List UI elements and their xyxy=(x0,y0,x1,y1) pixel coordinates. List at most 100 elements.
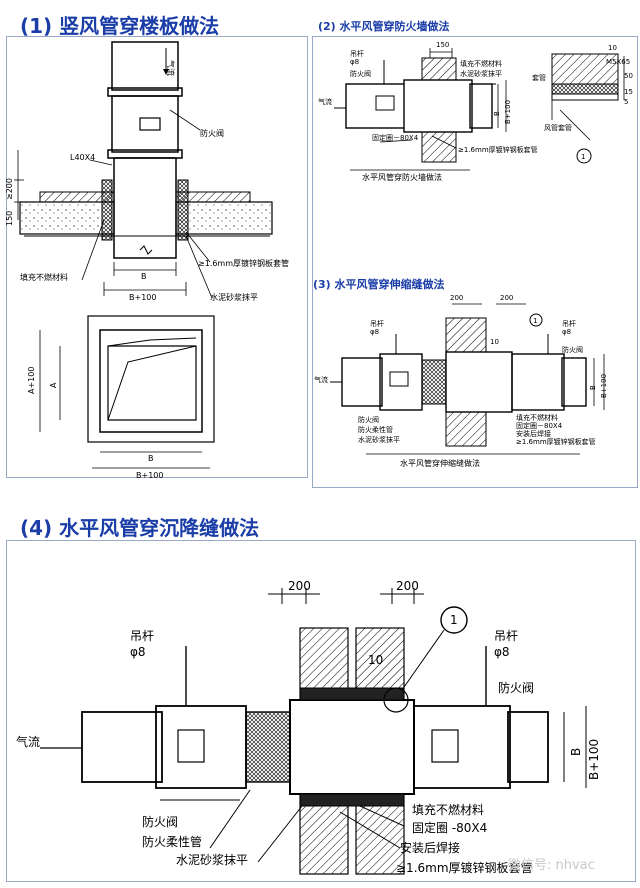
fig3-b100: B+100 xyxy=(600,374,608,398)
fig3-hanger-r: 吊杆 xyxy=(562,319,576,328)
fig2-flex-pipe: 风管套管 xyxy=(544,123,572,132)
flex-pipe xyxy=(245,711,291,783)
fig1-plan-b100: B+100 xyxy=(136,471,163,480)
fig3-d10: 10 xyxy=(490,338,499,346)
damper-right xyxy=(413,705,511,789)
fig4-weld: 安装后焊接 xyxy=(400,840,460,855)
title-vertical-duct-floor: (1) 竖风管穿楼板做法 xyxy=(20,14,220,38)
title-duct-settlement-joint: (4) 水平风管穿沉降缝做法 xyxy=(20,516,260,540)
fig1-mortar: 水泥砂浆抹平 xyxy=(210,292,258,302)
figure-2-3-frame xyxy=(312,36,638,488)
plan-inner xyxy=(99,329,203,433)
fig2-ring: 固定圈－80X4 xyxy=(372,133,419,142)
detail-wall xyxy=(551,53,619,85)
fig2-airflow: 气流 xyxy=(318,97,332,106)
duct-lower xyxy=(113,157,177,259)
figure-1-vertical-duct xyxy=(14,41,273,469)
fig4-b: B xyxy=(569,748,583,756)
duct-flange xyxy=(107,87,183,97)
duct-flange-lower xyxy=(107,149,183,159)
floor-slab-right xyxy=(175,201,273,235)
fig4-mortar: 水泥砂浆抹平 xyxy=(176,852,248,867)
fig4-phi8-left: φ8 xyxy=(130,645,146,659)
fig1-sleeve: ≥1.6mm厚镀锌钢板套管 xyxy=(198,258,289,268)
fig2-d10: 10 xyxy=(608,44,617,52)
fig4-hanger-right: 吊杆 xyxy=(494,629,518,643)
figure-1-labels: 气流 防火阀 L40X4 ≥200 150 ≥1.6mm厚镀锌钢板套管 填充不燃… xyxy=(5,60,289,480)
duct-left xyxy=(81,711,163,783)
fig3-ring: 固定圈－80X4 xyxy=(516,421,563,430)
fig4-flex: 防火柔性管 xyxy=(142,834,202,849)
sleeve-through xyxy=(289,699,415,795)
fig2-dim-150: 150 xyxy=(436,41,449,49)
fig1-a100: A+100 xyxy=(27,367,36,394)
fig3-fill: 填充不燃材料 xyxy=(516,413,558,422)
fig3-flex: 防火柔性管 xyxy=(358,425,393,434)
fig2-d15: 15 xyxy=(624,88,633,96)
fig1-fill: 填充不燃材料 xyxy=(20,272,68,282)
fig2-circle: 1 xyxy=(581,153,585,161)
fig3-damper2: 防火阀 xyxy=(358,415,379,424)
fig4-sleeve: ≥1.6mm厚镀锌钢板套管 xyxy=(396,860,533,875)
duct-right xyxy=(469,83,493,129)
fig1-plan-b: B xyxy=(148,454,154,463)
fig1-airflow: 气流 xyxy=(166,60,176,76)
figure-3-labels: 200 200 1 吊杆 φ8 吊杆 φ8 10 防火阀 气流 B B+100 … xyxy=(314,294,608,468)
fig4-circle: 1 xyxy=(450,613,458,627)
fig4-d200b: 200 xyxy=(396,579,419,593)
fig1-a: A xyxy=(49,382,58,388)
fig1-b100: B+100 xyxy=(129,293,156,302)
mortar-left xyxy=(39,191,115,203)
damper-window xyxy=(139,117,161,131)
fig3-damper: 防火阀 xyxy=(562,345,583,354)
fig1-angle: L40X4 xyxy=(70,153,95,162)
fig1-dim-200: ≥200 xyxy=(5,178,14,200)
damper-left xyxy=(155,705,247,789)
figure-4-settlement-joint xyxy=(40,588,587,875)
fig4-phi8-right: φ8 xyxy=(494,645,510,659)
fig3-hanger: 吊杆 xyxy=(370,319,384,328)
fig2-damper: 防火阀 xyxy=(350,69,371,78)
title-duct-expansion-joint: (3) 水平风管穿伸缩缝做法 xyxy=(313,278,445,291)
fig3-phi8: φ8 xyxy=(370,328,379,336)
figure-2-labels: 150 吊杆 φ8 防火阀 气流 填充不燃材料 水泥砂浆抹平 B B+100 固… xyxy=(318,41,633,182)
fig2-fill: 填充不燃材料 xyxy=(460,59,502,68)
fig3-airflow: 气流 xyxy=(314,375,328,384)
fig3-d200a: 200 xyxy=(450,294,463,302)
fig3-phi8-r: φ8 xyxy=(562,328,571,336)
fig3-d200b: 200 xyxy=(500,294,513,302)
fig3-b: B xyxy=(589,385,597,390)
fig3-caption: 水平风管穿伸缩缝做法 xyxy=(400,458,480,468)
figure-1-frame xyxy=(6,36,308,478)
figure-4-labels: 200 200 1 吊杆 φ8 吊杆 φ8 10 防火阀 气流 B B+100 … xyxy=(16,579,601,875)
fig2-d5: 5 xyxy=(624,98,628,106)
fig3-sleeve: ≥1.6mm厚镀锌钢板套管 xyxy=(516,437,596,446)
duct-upper xyxy=(111,41,179,91)
figure-4-frame xyxy=(6,540,636,882)
fig2-d50: 50 xyxy=(624,72,633,80)
fig4-d10: 10 xyxy=(368,653,383,667)
fig4-damper-left: 防火阀 xyxy=(142,814,178,829)
fig1-damper: 防火阀 xyxy=(200,128,224,138)
watermark: 微信号: nhvac xyxy=(508,858,595,873)
fig4-hanger-left: 吊杆 xyxy=(130,629,154,643)
fig2-hanger: 吊杆 xyxy=(350,49,364,58)
fig2-phi8: φ8 xyxy=(350,58,359,66)
fig3-mortar: 水泥砂浆抹平 xyxy=(358,435,400,444)
fig3-weld: 安装后焊接 xyxy=(516,429,551,438)
fig3-circle: 1 xyxy=(533,317,537,325)
fig4-b100: B+100 xyxy=(587,739,601,780)
plan-outer xyxy=(87,315,215,443)
fig4-d200a: 200 xyxy=(288,579,311,593)
fig2-caption: 水平风管穿防火墙做法 xyxy=(362,172,442,182)
fig4-damper-right: 防火阀 xyxy=(498,680,534,695)
fig2-sleeve-small: 套管 xyxy=(532,73,546,82)
fig1-dim-150: 150 xyxy=(5,211,14,226)
damper-body xyxy=(111,95,179,153)
fig4-ring: 固定圈 -80X4 xyxy=(412,820,487,835)
fig4-fill: 填充不燃材料 xyxy=(412,802,484,817)
duct-through xyxy=(403,79,473,133)
title-duct-firewall: (2) 水平风管穿防火墙做法 xyxy=(318,20,450,33)
duct-right xyxy=(507,711,549,783)
